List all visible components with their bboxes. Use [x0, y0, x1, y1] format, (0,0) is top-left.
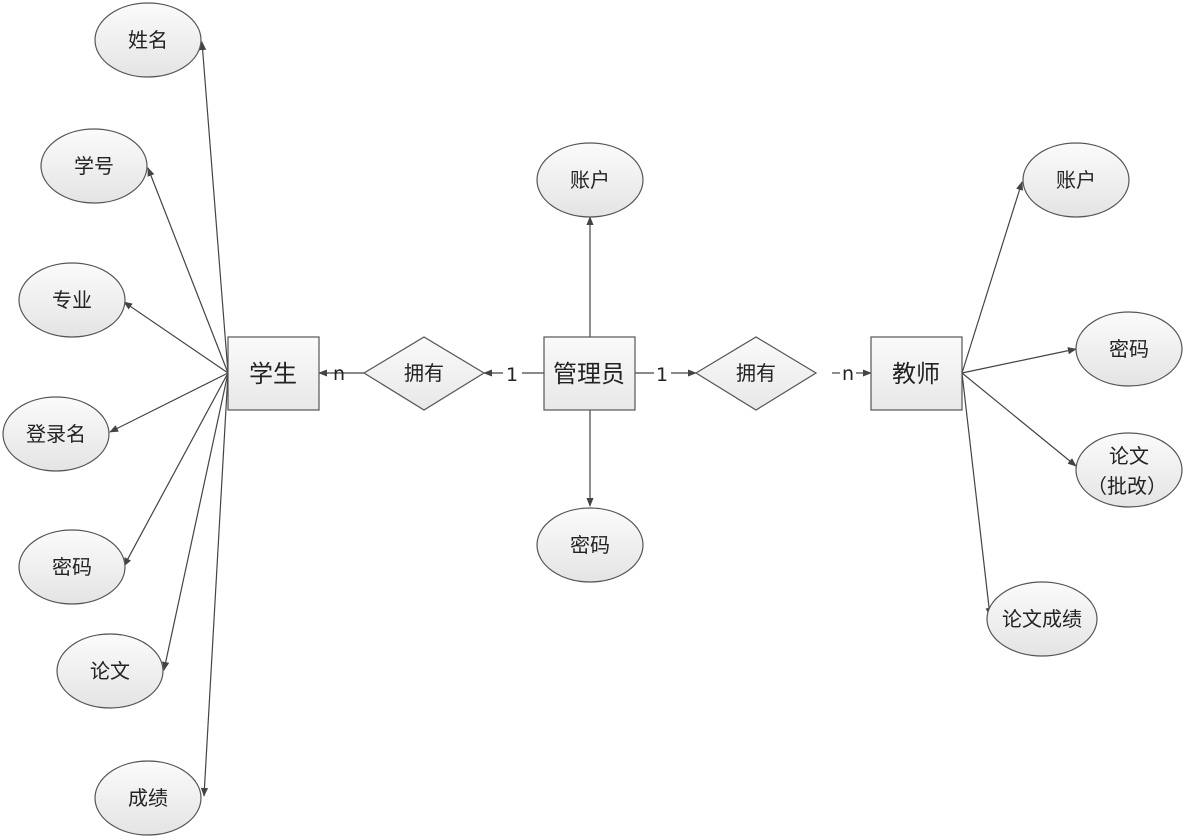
attr-student-password[interactable]: 密码 [18, 529, 126, 605]
attr-student-name-label: 姓名 [128, 28, 168, 52]
attr-student-id[interactable]: 学号 [40, 128, 148, 204]
edge-student-grade [200, 372, 229, 797]
attr-student-thesis-label: 论文 [90, 659, 130, 683]
edge-teacher-account [961, 181, 1024, 374]
entity-teacher-label: 教师 [892, 360, 940, 388]
attr-student-name[interactable]: 姓名 [94, 2, 202, 78]
entity-teacher[interactable]: 教师 [870, 336, 963, 411]
attr-student-grade[interactable]: 成绩 [94, 760, 202, 836]
attr-admin-account[interactable]: 账户 [536, 142, 644, 218]
edge-student-name [199, 41, 229, 374]
attr-admin-account-label: 账户 [570, 168, 610, 192]
cardinality-left-admin: 1 [506, 364, 518, 386]
attr-student-password-label: 密码 [52, 555, 92, 579]
attr-student-major-label: 专业 [52, 288, 92, 312]
attr-teacher-thesis-grade-label: 论文成绩 [1002, 607, 1082, 631]
attr-student-major[interactable]: 专业 [18, 262, 126, 338]
attr-teacher-password[interactable]: 密码 [1075, 311, 1183, 387]
attr-student-id-label: 学号 [74, 154, 114, 178]
edge-student-major [123, 301, 229, 374]
edge-teacher-thesis-review [961, 372, 1077, 467]
attr-teacher-account-label: 账户 [1056, 168, 1096, 192]
attr-student-thesis[interactable]: 论文 [56, 633, 164, 709]
attr-teacher-thesis-review-line1: 论文 [1109, 444, 1149, 468]
attr-teacher-thesis-grade[interactable]: 论文成绩 [986, 581, 1098, 657]
entity-admin[interactable]: 管理员 [543, 336, 636, 411]
attr-teacher-thesis-review-line2: （批改） [1087, 474, 1167, 498]
attr-student-login-label: 登录名 [26, 422, 86, 446]
attr-teacher-password-label: 密码 [1109, 337, 1149, 361]
cardinality-right-admin: 1 [656, 364, 668, 386]
attr-admin-password-label: 密码 [570, 533, 610, 557]
edge-teacher-thesis-grade [961, 372, 993, 617]
cardinality-left-student: n [333, 363, 345, 385]
edge-teacher-password [961, 347, 1077, 374]
cardinality-right-teacher: n [842, 363, 854, 385]
edge-student-login [109, 372, 229, 433]
edge-student-id [147, 167, 229, 374]
attr-teacher-thesis-review[interactable]: 论文 （批改） [1075, 432, 1183, 508]
edge-student-password [123, 372, 229, 567]
attr-student-grade-label: 成绩 [128, 786, 168, 810]
attr-teacher-account[interactable]: 账户 [1022, 142, 1130, 218]
relationship-right-label: 拥有 [736, 361, 776, 385]
entity-student-label: 学生 [249, 360, 297, 388]
entity-student[interactable]: 学生 [227, 336, 320, 411]
relationship-right[interactable]: 拥有 [694, 336, 818, 411]
relationship-left-label: 拥有 [404, 361, 444, 385]
attr-student-login[interactable]: 登录名 [2, 396, 110, 472]
edge-student-thesis [162, 372, 229, 671]
attr-admin-password[interactable]: 密码 [536, 507, 644, 583]
entity-admin-label: 管理员 [553, 360, 625, 388]
relationship-left[interactable]: 拥有 [362, 336, 486, 411]
